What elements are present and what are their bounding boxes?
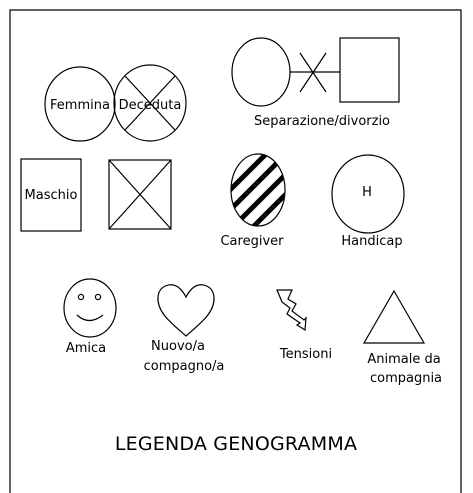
- label-nuovo-line2: compagno/a: [144, 359, 225, 374]
- new-partner-heart-symbol: [157, 284, 215, 337]
- female-symbol: [44, 66, 116, 142]
- label-caregiver: Caregiver: [220, 234, 284, 249]
- label-nuovo-line1: Nuovo/a: [151, 339, 205, 354]
- pet-triangle-symbol: [362, 289, 426, 344]
- separation-cross-2: [299, 52, 327, 93]
- label-animale-line2: compagnia: [370, 371, 442, 386]
- deceased-female-symbol: [113, 64, 187, 142]
- legend-border: [9, 9, 462, 493]
- deceased-male-cross-2: [108, 159, 172, 230]
- handicap-letter: H: [362, 185, 372, 200]
- label-handicap: Handicap: [341, 234, 402, 249]
- label-animale-line1: Animale da: [367, 352, 440, 367]
- label-separazione: Separazione/divorzio: [254, 114, 390, 129]
- label-deceduta: Deceduta: [119, 98, 182, 113]
- label-femmina: Femmina: [50, 98, 110, 113]
- label-tensioni: Tensioni: [279, 347, 332, 362]
- handicap-symbol: [331, 154, 405, 234]
- friend-symbol: [63, 278, 117, 338]
- label-amica: Amica: [66, 341, 106, 356]
- separation-male-symbol: [339, 37, 400, 103]
- deceased-cross-line-2: [124, 75, 176, 131]
- separation-female-symbol: [231, 37, 291, 107]
- tension-lightning-symbol: [276, 289, 307, 332]
- caregiver-symbol: [230, 153, 286, 227]
- legend-title: LEGENDA GENOGRAMMA: [115, 433, 357, 455]
- male-symbol: [20, 158, 82, 232]
- deceased-male-symbol: [108, 159, 172, 230]
- label-maschio: Maschio: [25, 188, 78, 203]
